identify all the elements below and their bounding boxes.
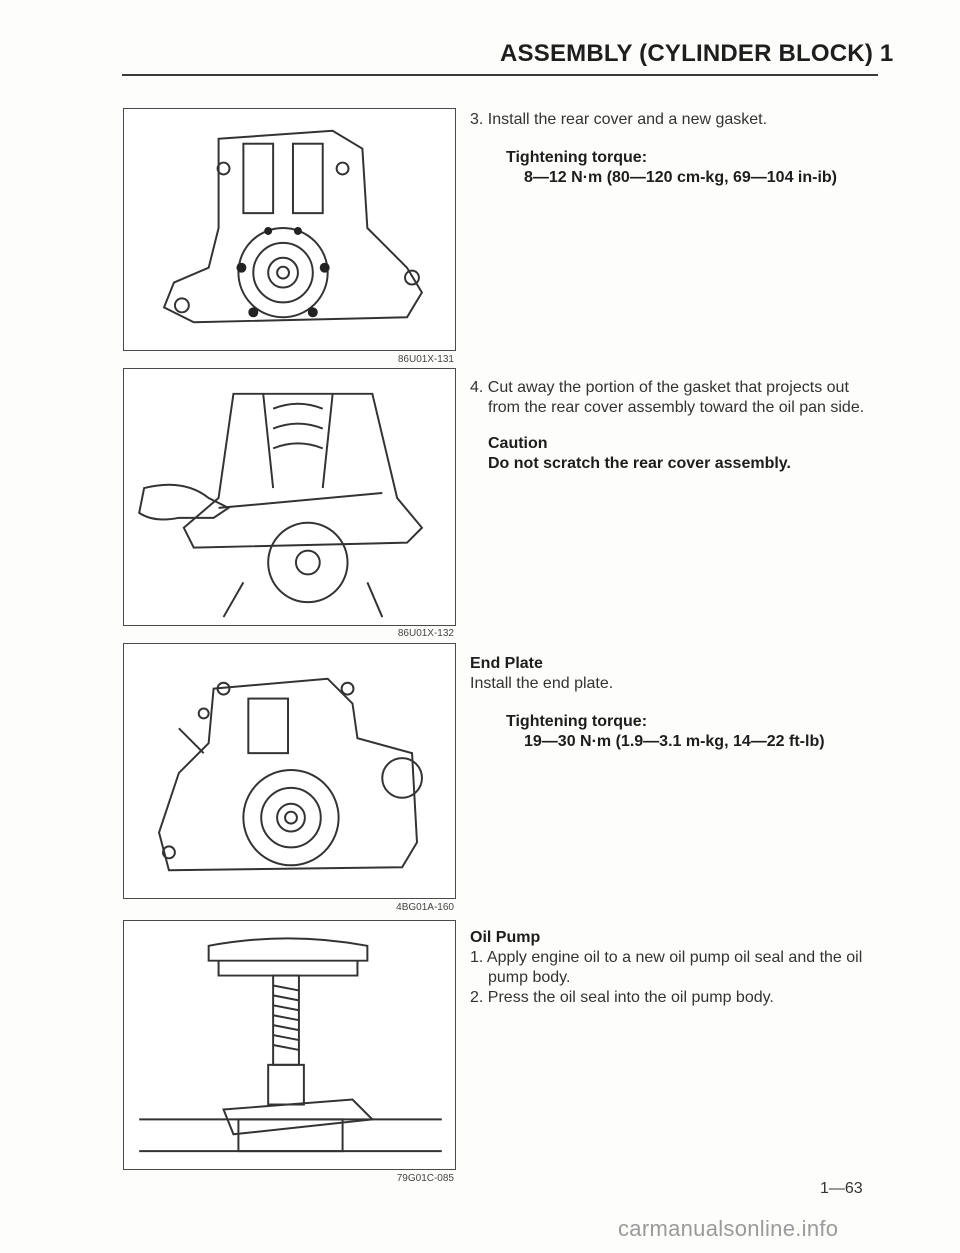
- figure-end-plate: [123, 643, 456, 899]
- oil-pump-block: Oil Pump 1. Apply engine oil to a new oi…: [470, 928, 880, 1008]
- step-3-text: 3. Install the rear cover and a new gask…: [470, 111, 768, 128]
- cut-gasket-illustration: [138, 392, 424, 618]
- section-heading-oil-pump: Oil Pump: [470, 929, 541, 946]
- figure-oil-seal-press: [123, 920, 456, 1170]
- caution-label: Caution: [488, 435, 548, 452]
- figure-id: 79G01C-085: [396, 1173, 454, 1184]
- oil-seal-press-illustration: [139, 937, 442, 1153]
- torque-value: 8—12 N·m (80—120 cm-kg, 69—104 in-ib): [524, 169, 838, 186]
- step-3-block: 3. Install the rear cover and a new gask…: [470, 110, 880, 188]
- figure-cut-gasket: [123, 368, 456, 626]
- torque-label: Tightening torque:: [506, 149, 648, 166]
- section-heading-end-plate: End Plate: [470, 655, 543, 672]
- step-4-text: 4. Cut away the portion of the gasket th…: [470, 379, 865, 416]
- header-rule: [122, 74, 878, 76]
- page-number: 1—63: [820, 1180, 863, 1197]
- torque-label: Tightening torque:: [506, 713, 648, 730]
- step-4-block: 4. Cut away the portion of the gasket th…: [470, 378, 880, 474]
- figure-rear-cover: [123, 108, 456, 351]
- figure-id: 4BG01A-160: [396, 902, 454, 913]
- end-plate-text: Install the end plate.: [470, 675, 614, 692]
- torque-value: 19—30 N·m (1.9—3.1 m-kg, 14—22 ft-lb): [524, 733, 825, 750]
- rear-cover-illustration: [162, 129, 424, 324]
- oil-pump-step-2: 2. Press the oil seal into the oil pump …: [470, 989, 774, 1006]
- figure-id: 86U01X-132: [397, 628, 454, 639]
- caution-text: Do not scratch the rear cover assembly.: [488, 455, 791, 472]
- page-title: ASSEMBLY (CYLINDER BLOCK) 1: [500, 40, 894, 67]
- watermark: carmanualsonline.info: [618, 1216, 839, 1241]
- figure-id: 86U01X-131: [397, 354, 454, 365]
- end-plate-block: End Plate Install the end plate. Tighten…: [470, 654, 880, 752]
- end-plate-illustration: [157, 677, 423, 872]
- oil-pump-step-1: 1. Apply engine oil to a new oil pump oi…: [470, 949, 863, 986]
